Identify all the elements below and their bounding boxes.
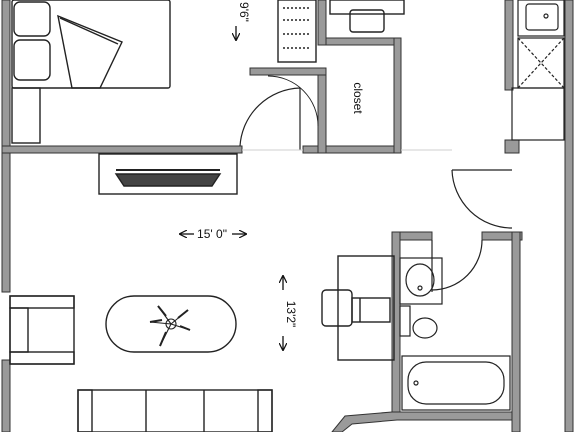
laptop: [351, 297, 391, 323]
bath-sink-drain: [417, 285, 423, 291]
toilet-tank: [399, 305, 411, 337]
vanity: [399, 257, 443, 305]
armchair-back: [9, 307, 29, 353]
plant-icon: [149, 305, 191, 347]
bedroom-furniture: [11, 0, 405, 144]
bedroom-living-wall: [1, 145, 243, 154]
sink-basin: [525, 3, 559, 31]
bath-right-wall: [511, 231, 521, 432]
dimension-depth-label: 13'2": [284, 301, 298, 328]
toilet-bowl: [412, 317, 438, 339]
bath-sink: [405, 263, 435, 297]
sink-drain: [543, 13, 549, 19]
bath-left-wall: [391, 231, 401, 413]
sofa-arm-right: [257, 389, 273, 432]
bottom-angled-wall: [331, 411, 513, 432]
armchair: [9, 295, 75, 365]
pillow-upper: [13, 1, 51, 37]
bathtub: [401, 355, 511, 411]
dimension-depth: 13'2": [283, 276, 298, 350]
top-desk-chair: [349, 9, 385, 33]
dimension-bedroom: 9'6": [236, 2, 251, 40]
closet-left-wall: [317, 67, 327, 154]
doors: [239, 75, 513, 292]
stove-x: [517, 37, 565, 89]
closet-label: closet: [351, 82, 365, 114]
top-desk: [329, 0, 405, 15]
fridge: [511, 87, 565, 141]
closet-right-wall: [393, 37, 402, 154]
desk: [337, 255, 395, 361]
living-furniture: [9, 153, 395, 432]
blanket-fold: [59, 17, 119, 45]
bath-top-wall-b: [481, 231, 523, 241]
right-exterior-wall: [564, 0, 574, 432]
dimension-bedroom-label: 9'6": [237, 2, 251, 22]
left-wall-lower: [1, 359, 11, 432]
dresser-lines: [283, 7, 311, 49]
kitchen-sink: [517, 0, 565, 37]
bed-blanket: [57, 14, 123, 89]
desk-chair: [321, 289, 353, 327]
tv-stand: [98, 153, 238, 195]
kitchen-fixtures: [511, 0, 565, 141]
sofa-arm-left: [77, 389, 93, 432]
nightstand: [11, 87, 41, 144]
bathtub-drain: [413, 380, 419, 386]
dresser: [277, 0, 317, 63]
hall-wall: [249, 67, 327, 76]
closet-top-wall: [325, 37, 402, 46]
dimension-width: 15' 0": [180, 227, 246, 241]
entry-door-swing: [451, 169, 513, 229]
bed: [11, 0, 171, 89]
dimension-width-label: 15' 0": [197, 227, 227, 241]
armchair-arm-top: [9, 295, 75, 309]
coffee-table: [105, 295, 237, 353]
bathroom-fixtures: [399, 257, 511, 411]
closet-door-swing: [267, 75, 319, 127]
bedroom-door-swing: [239, 87, 301, 147]
armchair-arm-bottom: [9, 351, 75, 365]
upper-divider-wall: [317, 0, 327, 46]
pillow-lower: [13, 39, 51, 81]
bath-door-swing: [431, 239, 483, 291]
kitchen-wall-left: [504, 0, 514, 91]
tv: [114, 173, 222, 187]
kitchen-wall-corner: [504, 139, 520, 154]
sofa: [77, 389, 273, 432]
bathtub-basin: [407, 361, 505, 405]
